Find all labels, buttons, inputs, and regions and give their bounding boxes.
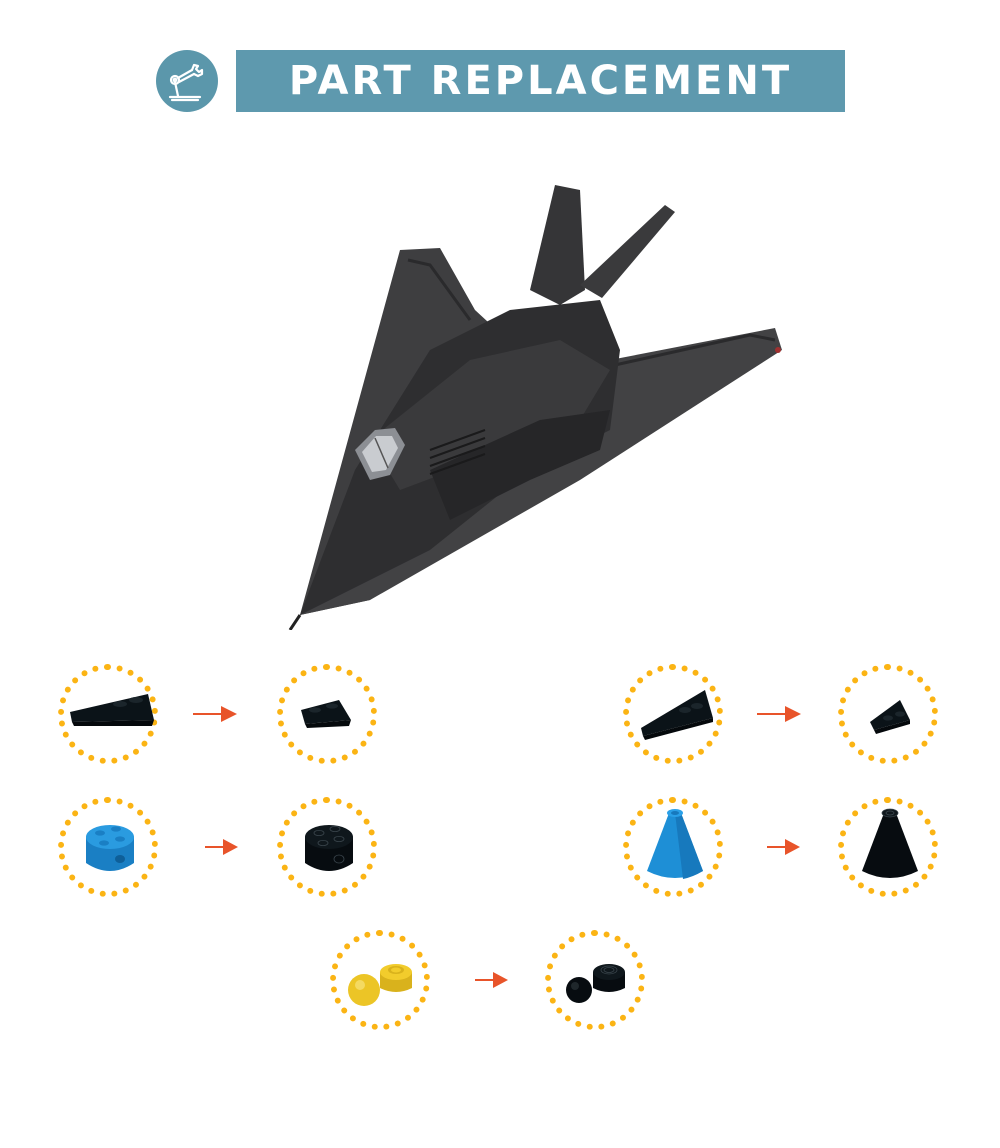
part-original-ball-joint-yellow [330, 930, 430, 1030]
replace-arrow-icon [767, 839, 801, 855]
part-replacement-round-brick-black [277, 797, 377, 897]
replace-arrow-icon [757, 706, 802, 722]
replace-arrow-icon [475, 972, 509, 988]
robotic-arm-icon [156, 50, 218, 112]
replace-arrow-icon [205, 839, 239, 855]
stealth-aircraft-model-image [280, 170, 800, 631]
part-original-cone-blue [623, 797, 723, 897]
page-title: PART REPLACEMENT [288, 58, 793, 104]
header-banner: PART REPLACEMENT [236, 50, 845, 112]
part-replacement-ball-joint-black [545, 930, 645, 1030]
part-original-round-brick-blue [58, 797, 158, 897]
part-replacement-wedge-plate [277, 664, 377, 764]
part-replacement-angled-wedge-plate [838, 664, 938, 764]
part-original-angled-wedge-plate [623, 664, 723, 764]
replace-arrow-icon [193, 706, 238, 722]
part-original-wedge-plate [58, 664, 158, 764]
part-replacement-cone-black [838, 797, 938, 897]
